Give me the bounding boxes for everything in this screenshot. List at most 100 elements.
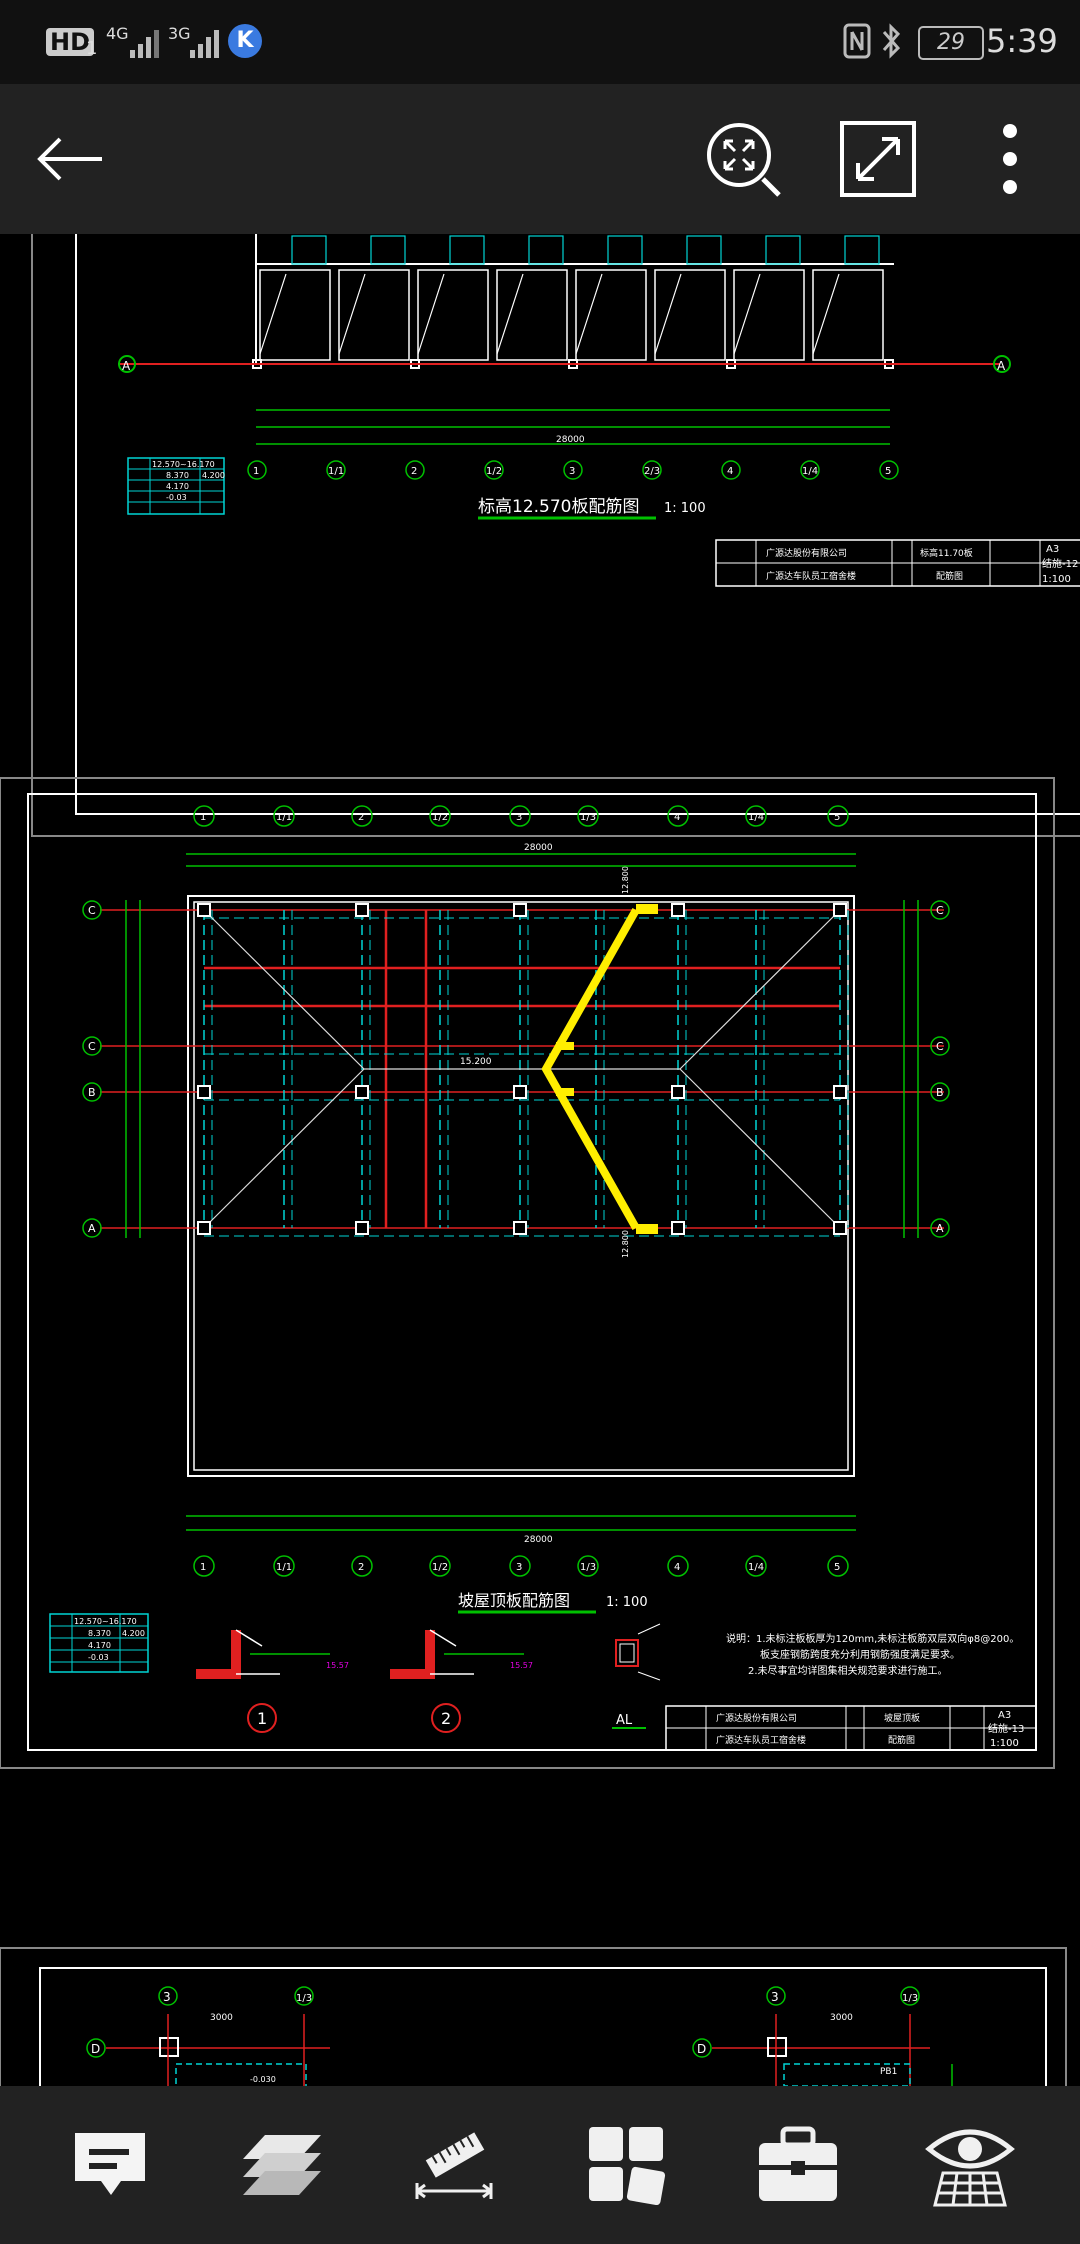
elev-bottom: 12.800 — [621, 1230, 630, 1258]
ridge-highlight — [541, 908, 640, 1230]
bay-cell — [812, 269, 884, 361]
row-bubble — [930, 1036, 950, 1056]
axis-bubble — [351, 1555, 373, 1577]
axis-bubble — [827, 1555, 849, 1577]
row-bubble — [82, 900, 102, 920]
sheet2-table-r4: -0.03 — [88, 1653, 109, 1662]
column-square — [513, 903, 527, 917]
axis-bubble-label: 2 — [411, 466, 417, 477]
fullscreen-button[interactable] — [826, 84, 930, 234]
top-toolbar — [0, 84, 1080, 234]
comment-icon — [75, 2133, 145, 2195]
view-mode-icon — [925, 2129, 1015, 2207]
sheet1-table-r3: 4.170 — [166, 482, 189, 491]
stair-left: 3 1/3 D 3000 -0.030 — [86, 1986, 330, 2086]
comment-button[interactable] — [24, 2086, 196, 2244]
row-bubble — [930, 900, 950, 920]
detail-al: AL — [612, 1623, 661, 1729]
note-2: 2.未尽事宜均详图集相关规范要求进行施工。 — [748, 1664, 948, 1677]
bay-window — [607, 235, 643, 265]
more-options-button[interactable] — [960, 84, 1060, 234]
bay-diagonal — [496, 273, 524, 355]
sheet2-size: A3 — [998, 1710, 1011, 1721]
bay-window — [686, 235, 722, 265]
hip-lines — [203, 909, 841, 1229]
column-square — [355, 903, 369, 917]
row-bubble-label: A — [936, 1222, 944, 1235]
sheet1-scale: 1: 100 — [664, 501, 706, 516]
row-bubble-label: B — [88, 1086, 96, 1099]
network-4g: 4G — [106, 24, 129, 43]
bay-cell — [496, 269, 568, 361]
column-square — [671, 903, 685, 917]
bay-window — [449, 235, 485, 265]
bay-window — [765, 235, 801, 265]
row-bubble-label: C — [936, 904, 944, 917]
stair-right-axis-b: 1/3 — [902, 1993, 918, 2004]
bay-diagonal — [575, 273, 603, 355]
status-bar: HD 1 4G 3G K 29 5:39 — [0, 0, 1080, 84]
axis-bubble — [326, 460, 346, 480]
elev-top: 12.800 — [621, 866, 630, 894]
dim-total-top: 28000 — [524, 843, 553, 853]
bay-diagonal — [338, 273, 366, 355]
measure-button[interactable] — [368, 2086, 540, 2244]
zoom-extents-button[interactable] — [690, 84, 796, 234]
axis-bubble-label: 1/4 — [748, 812, 764, 823]
row-bubble-label: C — [88, 904, 96, 917]
axis-bubble-label: 3 — [569, 466, 575, 477]
layers-button[interactable] — [196, 2086, 368, 2244]
axis-bubble-label: 2 — [358, 812, 364, 823]
svg-text:15.57: 15.57 — [326, 1661, 349, 1670]
bay-window — [844, 235, 880, 265]
sheet1-title-block: 广源达股份有限公司 广源达车队员工宿舍楼 标高11.70板 配筋图 A3 结施-… — [715, 539, 1080, 587]
view-mode-button[interactable] — [884, 2086, 1056, 2244]
bay-diagonal — [259, 273, 287, 355]
sheet1-number: 结施-12 — [1042, 557, 1078, 570]
sheet2-title: 坡屋顶板配筋图 — [458, 1591, 570, 1610]
sheet1-table-r1: 12.570~16.170 — [152, 460, 215, 469]
battery-indicator: 29 — [918, 26, 984, 60]
axis-bubble — [273, 805, 295, 827]
axis-bubble — [429, 1555, 451, 1577]
sheet1-size: A3 — [1046, 544, 1059, 555]
bay-cell — [417, 269, 489, 361]
bay-cell — [733, 269, 805, 361]
axis-bubble — [563, 460, 583, 480]
tools-grid-button[interactable] — [540, 2086, 712, 2244]
sheet2-drawing-sub: 配筋图 — [888, 1734, 915, 1746]
more-vert-icon — [1003, 124, 1017, 194]
toolbox-button[interactable] — [712, 2086, 884, 2244]
column-square — [833, 1085, 847, 1099]
fullscreen-icon — [840, 121, 916, 197]
sheet2-table-h: 4.200 — [122, 1629, 145, 1638]
axis-bubble — [577, 1555, 599, 1577]
note-1: 说明：1.未标注板板厚为120mm,未标注板筋双层双向φ8@200。 — [726, 1632, 1019, 1645]
axis-bubble — [745, 805, 767, 827]
axis-bubble-label: 1/2 — [432, 1562, 448, 1573]
axis-bubble-label: 1 — [200, 1562, 206, 1573]
column-square — [671, 1221, 685, 1235]
axis-bubble-label: 2 — [358, 1562, 364, 1573]
sheet1-company: 广源达股份有限公司 — [766, 547, 847, 559]
row-bubble-label: C — [936, 1040, 944, 1053]
stair-right-row: D — [697, 2042, 706, 2056]
back-button[interactable] — [10, 84, 130, 234]
sheet2-columns — [197, 903, 847, 1235]
axis-bubble-label: 1/3 — [580, 1562, 596, 1573]
bay-diagonal — [812, 273, 840, 355]
tools-grid-icon — [589, 2127, 666, 2205]
axis-bubble — [193, 805, 215, 827]
hd-badge: HD — [46, 28, 95, 56]
sheet1-drawing-sub: 配筋图 — [936, 570, 963, 582]
app-notification-icon: K — [228, 24, 262, 58]
back-arrow-icon — [37, 137, 102, 181]
bay-diagonal — [654, 273, 682, 355]
bottom-toolbar — [0, 2086, 1080, 2244]
nfc-icon — [842, 22, 872, 68]
sheet1-table-r4: -0.03 — [166, 493, 187, 502]
sheet1-scale2: 1:100 — [1042, 574, 1071, 585]
